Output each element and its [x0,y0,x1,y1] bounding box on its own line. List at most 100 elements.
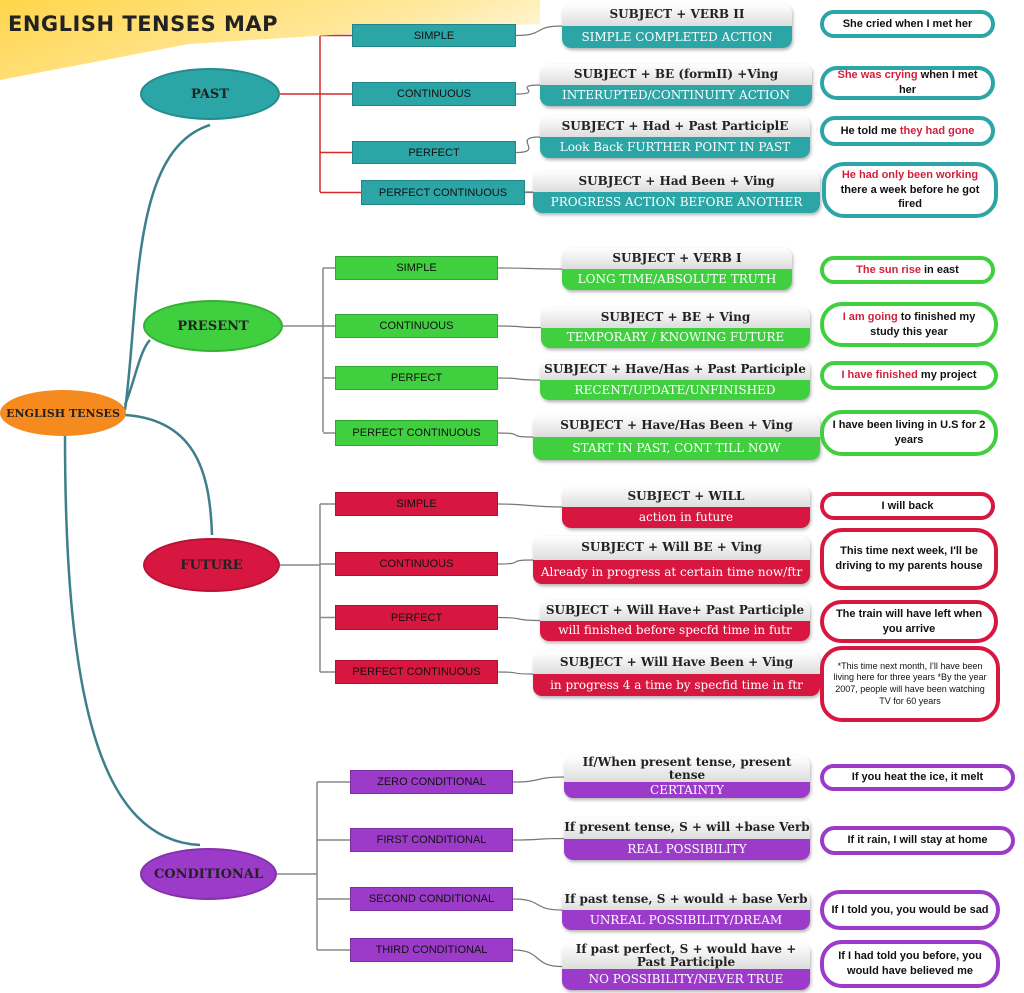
root-connector [123,339,151,406]
category-future[interactable]: FUTURE [143,538,280,592]
formula-connector [497,325,542,329]
example-text: I have finished my project [841,368,976,383]
formula-text: SUBJECT + VERB II [562,4,792,26]
formula-connector [512,837,565,841]
formula-text: SUBJECT + BE + Ving [541,307,810,328]
tense-conditional-0[interactable]: ZERO CONDITIONAL [350,770,513,794]
formula-box: If past perfect, S + would have + Past P… [562,943,810,990]
tense-present-2[interactable]: PERFECT [335,366,498,390]
usage-text: will finished before specfd time in futr [540,620,810,641]
example-phrase: The train will have left when you arrive [835,607,983,635]
example-phrase: If you heat the ice, it melt [851,771,984,784]
usage-text: REAL POSSIBILITY [564,838,810,860]
example-bubble: If I told you, you would be sad [820,890,1000,930]
example-text: If you heat the ice, it melt [852,770,983,785]
category-past[interactable]: PAST [140,68,280,120]
tense-past-2[interactable]: PERFECT [352,141,516,164]
example-bubble: *This time next month, I'll have been li… [820,646,1000,722]
tense-conditional-1[interactable]: FIRST CONDITIONAL [350,828,513,852]
category-present[interactable]: PRESENT [143,300,283,352]
usage-text: PROGRESS ACTION BEFORE ANOTHER [533,192,820,213]
usage-text: LONG TIME/ABSOLUTE TRUTH [562,269,792,290]
example-text: If I told you, you would be sad [831,903,988,918]
tense-future-1[interactable]: CONTINUOUS [335,552,498,576]
example-text: I will back [882,499,934,514]
example-text: I have been living in U.S for 2 years [830,418,988,448]
example-text: He told me they had gone [841,124,975,139]
example-bubble: This time next week, I'll be driving to … [820,528,998,590]
formula-connector [522,191,536,194]
usage-text: START IN PAST, CONT TILL NOW [533,437,820,460]
tense-conditional-3[interactable]: THIRD CONDITIONAL [350,938,513,962]
example-bubble: I will back [820,492,995,520]
formula-connector [497,503,563,508]
map-title: ENGLISH TENSES MAP [8,12,279,36]
example-bubble: He told me they had gone [820,116,995,146]
example-phrase: there a week before he got fired [840,183,980,211]
tense-past-1[interactable]: CONTINUOUS [352,82,516,106]
formula-text: SUBJECT + VERB I [562,248,792,269]
example-bubble: The sun rise in east [820,256,995,284]
highlighted-phrase: She was crying [837,69,918,82]
tense-present-0[interactable]: SIMPLE [335,256,498,280]
tense-future-0[interactable]: SIMPLE [335,492,498,516]
tense-future-3[interactable]: PERFECT CONTINUOUS [335,660,498,684]
example-bubble: I have finished my project [820,361,998,390]
formula-text: If past perfect, S + would have + Past P… [562,943,810,970]
example-text: The train will have left when you arrive [830,607,988,637]
example-phrase: He told me [840,124,900,137]
example-text: The sun rise in east [856,263,959,278]
formula-connector [512,949,563,968]
formula-text: SUBJECT + Will Have+ Past Participle [540,600,810,621]
category-conditional[interactable]: CONDITIONAL [140,848,277,900]
example-phrase: This time next week, I'll be driving to … [835,545,983,572]
example-phrase: *This time next month, I'll have been li… [833,660,987,706]
example-text: This time next week, I'll be driving to … [830,544,988,574]
highlighted-phrase: I am going [842,310,898,323]
highlighted-phrase: He had only been working [841,168,979,181]
example-bubble: She was crying when I met her [820,66,995,100]
usage-text: in progress 4 a time by specfid time in … [533,674,820,696]
example-text: She was crying when I met her [830,68,985,98]
example-phrase: my project [917,369,977,382]
tense-conditional-2[interactable]: SECOND CONDITIONAL [350,887,513,911]
formula-text: If/When present tense, present tense [564,756,810,783]
tense-present-1[interactable]: CONTINUOUS [335,314,498,338]
formula-text: SUBJECT + Have/Has + Past Participle [540,360,810,380]
example-phrase: when I met her [898,69,978,96]
example-bubble: I am going to finished my study this yea… [820,302,998,347]
root-connector [124,413,214,536]
example-text: If I had told you before, you would have… [830,949,990,979]
example-text: *This time next month, I'll have been li… [830,661,990,708]
formula-text: SUBJECT + Had + Past ParticiplE [540,116,810,137]
formula-connector [515,84,541,95]
example-bubble: She cried when I met her [820,10,995,38]
usage-text: CERTAINTY [564,782,810,798]
example-phrase: I have been living in U.S for 2 years [832,419,986,446]
usage-text: RECENT/UPDATE/UNFINISHED [540,380,810,400]
usage-text: UNREAL POSSIBILITY/DREAM [562,910,810,930]
tense-past-0[interactable]: SIMPLE [352,24,516,47]
tense-present-3[interactable]: PERFECT CONTINUOUS [335,420,498,446]
formula-connector [497,377,541,381]
tense-future-2[interactable]: PERFECT [335,605,498,630]
tense-past-3[interactable]: PERFECT CONTINUOUS [361,180,525,205]
formula-text: SUBJECT + Will Have Been + Ving [533,652,820,674]
formula-connector [512,776,565,783]
formula-connector [515,25,563,37]
usage-text: SIMPLE COMPLETED ACTION [562,26,792,48]
example-bubble: The train will have left when you arrive [820,600,998,643]
example-phrase: If I told you, you would be sad [831,903,989,916]
example-text: He had only been working there a week be… [832,168,988,213]
root-node: ENGLISH TENSES [0,390,126,436]
